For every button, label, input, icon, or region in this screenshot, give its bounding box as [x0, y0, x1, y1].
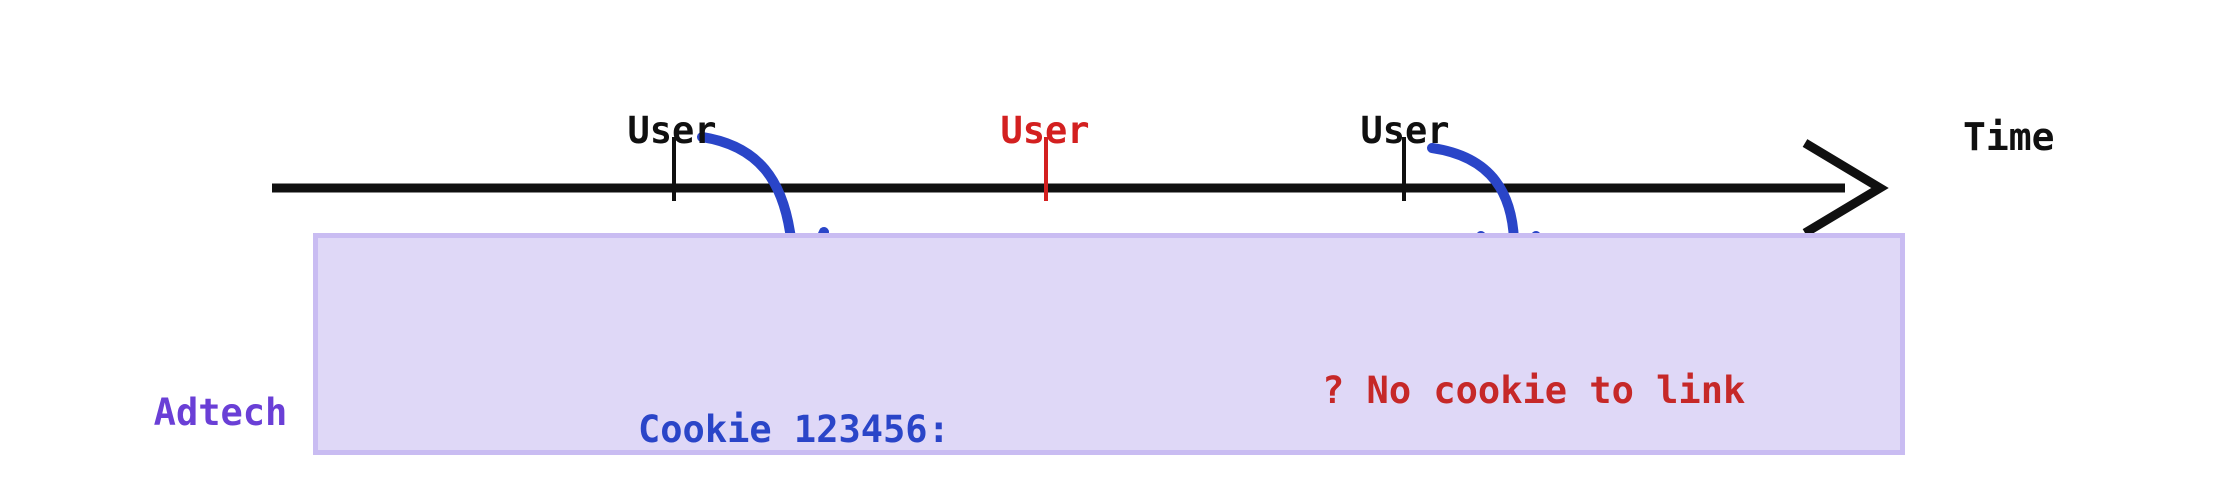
- adtech-server-lane-box: [313, 233, 1905, 455]
- event-label-line1: User: [1000, 109, 1090, 153]
- no-conversion-note: ? No cookie to link this conversion to ⇒…: [1322, 275, 1745, 498]
- adtech-server-label: Adtech server: [133, 297, 308, 498]
- event-label-line1: User: [627, 109, 717, 153]
- time-axis-arrowhead: [1802, 139, 1889, 237]
- event-label-line1: User: [1360, 109, 1450, 153]
- cookie-note-line1: Cookie 123456:: [638, 408, 950, 452]
- cookie-note: Cookie 123456: Ad clicked: [638, 317, 950, 498]
- no-conversion-note-line1: ? No cookie to link: [1322, 369, 1746, 413]
- arrow-click-to-cookie-note: [697, 132, 804, 287]
- adtech-server-label-line1: Adtech: [153, 390, 288, 434]
- time-axis-label: Time: [1963, 115, 2055, 159]
